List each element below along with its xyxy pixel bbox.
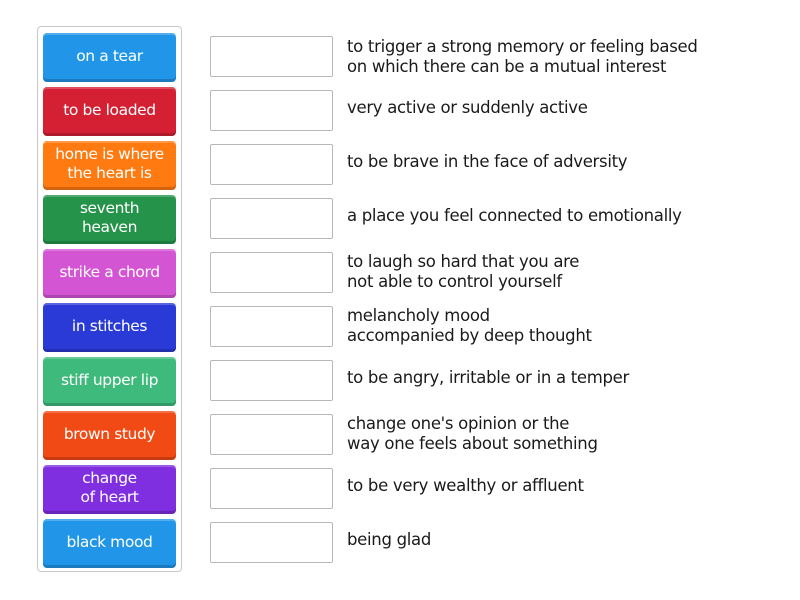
- definition-5: to laugh so hard that you are not able t…: [347, 251, 580, 291]
- drop-box-7[interactable]: [210, 360, 333, 401]
- definition-6: melancholy mood accompanied by deep thou…: [347, 305, 592, 345]
- definition-10: being glad: [347, 529, 432, 549]
- definition-9: to be very wealthy or affluent: [347, 475, 584, 495]
- tile-black-mood[interactable]: black mood: [43, 519, 176, 568]
- definition-4: a place you feel connected to emotionall…: [347, 205, 682, 225]
- definition-2: very active or suddenly active: [347, 97, 588, 117]
- definition-3: to be brave in the face of adversity: [347, 151, 628, 171]
- tile-strike-a-chord[interactable]: strike a chord: [43, 249, 176, 298]
- definition-1: to trigger a strong memory or feeling ba…: [347, 36, 698, 76]
- drop-box-5[interactable]: [210, 252, 333, 293]
- drop-box-1[interactable]: [210, 36, 333, 77]
- tile-in-stitches[interactable]: in stitches: [43, 303, 176, 352]
- drop-box-10[interactable]: [210, 522, 333, 563]
- drop-box-8[interactable]: [210, 414, 333, 455]
- drop-box-3[interactable]: [210, 144, 333, 185]
- drop-box-9[interactable]: [210, 468, 333, 509]
- tile-to-be-loaded[interactable]: to be loaded: [43, 87, 176, 136]
- definition-7: to be angry, irritable or in a temper: [347, 367, 630, 387]
- tile-seventh-heaven[interactable]: seventh heaven: [43, 195, 176, 244]
- drop-box-2[interactable]: [210, 90, 333, 131]
- tile-on-a-tear[interactable]: on a tear: [43, 33, 176, 82]
- tile-stiff-upper-lip[interactable]: stiff upper lip: [43, 357, 176, 406]
- tile-home-is-where-the-heart-is[interactable]: home is where the heart is: [43, 141, 176, 190]
- tile-brown-study[interactable]: brown study: [43, 411, 176, 460]
- drop-box-4[interactable]: [210, 198, 333, 239]
- drop-box-6[interactable]: [210, 306, 333, 347]
- tile-change-of-heart[interactable]: change of heart: [43, 465, 176, 514]
- definition-8: change one's opinion or the way one feel…: [347, 413, 598, 453]
